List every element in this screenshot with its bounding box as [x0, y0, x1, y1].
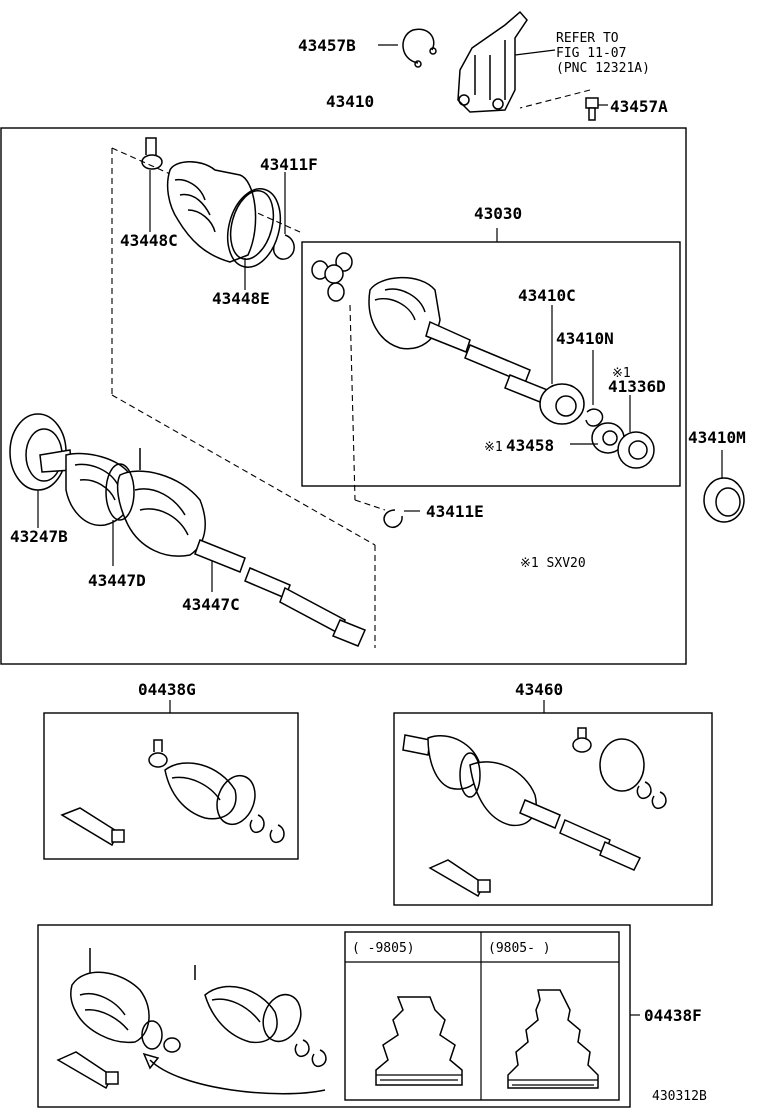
oil-seal-41336D: [617, 431, 655, 469]
snap-ring-43411E: [383, 509, 403, 528]
date-range-after: (9805- ): [488, 941, 551, 956]
footnote-sxv20: ※1 SXV20: [520, 556, 586, 571]
note-mark-43458: ※1: [484, 440, 503, 455]
callout-43448C: 43448C: [120, 231, 178, 250]
boot-variant-after-9805: [507, 989, 599, 1089]
callout-43410: 43410: [326, 92, 374, 111]
snap-ring-43457B: [402, 28, 435, 64]
inner-joint-frame: [301, 241, 681, 487]
variant-comparison-frame: [344, 931, 620, 1101]
shaft-43460-parts: [402, 727, 667, 898]
snap-ring-43410N: [585, 408, 604, 427]
callout-43458: 43458: [506, 436, 554, 455]
refer-note-line2: FIG 11-07: [556, 46, 626, 61]
boot-kit-04438G-frame: [43, 712, 299, 860]
oil-seal-43410M: [703, 477, 745, 523]
snap-ring-43411F: [272, 234, 295, 260]
shaft-43460-frame: [393, 712, 713, 906]
drive-shaft-bar: [194, 539, 366, 647]
boot-clamp-43448C: [141, 137, 163, 170]
callout-43411F: 43411F: [260, 155, 318, 174]
boot-kit-04438F-frame: [37, 924, 631, 1108]
callout-43030: 43030: [474, 204, 522, 223]
callout-43460: 43460: [515, 680, 563, 699]
callout-43447C: 43447C: [182, 595, 240, 614]
bearing-43410C: [539, 383, 585, 425]
refer-note-line3: (PNC 12321A): [556, 61, 650, 76]
boot-variant-before-9805: [375, 996, 463, 1086]
callout-43410N: 43410N: [556, 329, 614, 348]
outboard-joint-and-boots: [39, 448, 206, 557]
callout-43457A: 43457A: [610, 97, 668, 116]
callout-04438G: 04438G: [138, 680, 196, 699]
callout-41336D: 41336D: [608, 377, 666, 396]
figure-id: 430312B: [652, 1089, 707, 1104]
callout-04438F: 04438F: [644, 1006, 702, 1025]
boot-kit-04438G-parts: [60, 739, 285, 847]
main-assembly-frame: [0, 127, 687, 665]
callout-43410M: 43410M: [688, 428, 746, 447]
note-mark-41336D: ※1: [612, 366, 631, 381]
callout-43411E: 43411E: [426, 502, 484, 521]
date-range-before: ( -9805): [352, 941, 415, 956]
inboard-boot: [166, 161, 282, 268]
callout-43447D: 43447D: [88, 571, 146, 590]
callout-43247B: 43247B: [10, 527, 68, 546]
callout-43410C: 43410C: [518, 286, 576, 305]
boot-kit-04438F-parts: [56, 948, 327, 1095]
callout-43457B: 43457B: [298, 36, 356, 55]
tripod-joint: [311, 252, 353, 302]
callout-43448E: 43448E: [212, 289, 270, 308]
refer-note-line1: REFER TO: [556, 31, 619, 46]
bolt-43457A: [585, 97, 608, 121]
